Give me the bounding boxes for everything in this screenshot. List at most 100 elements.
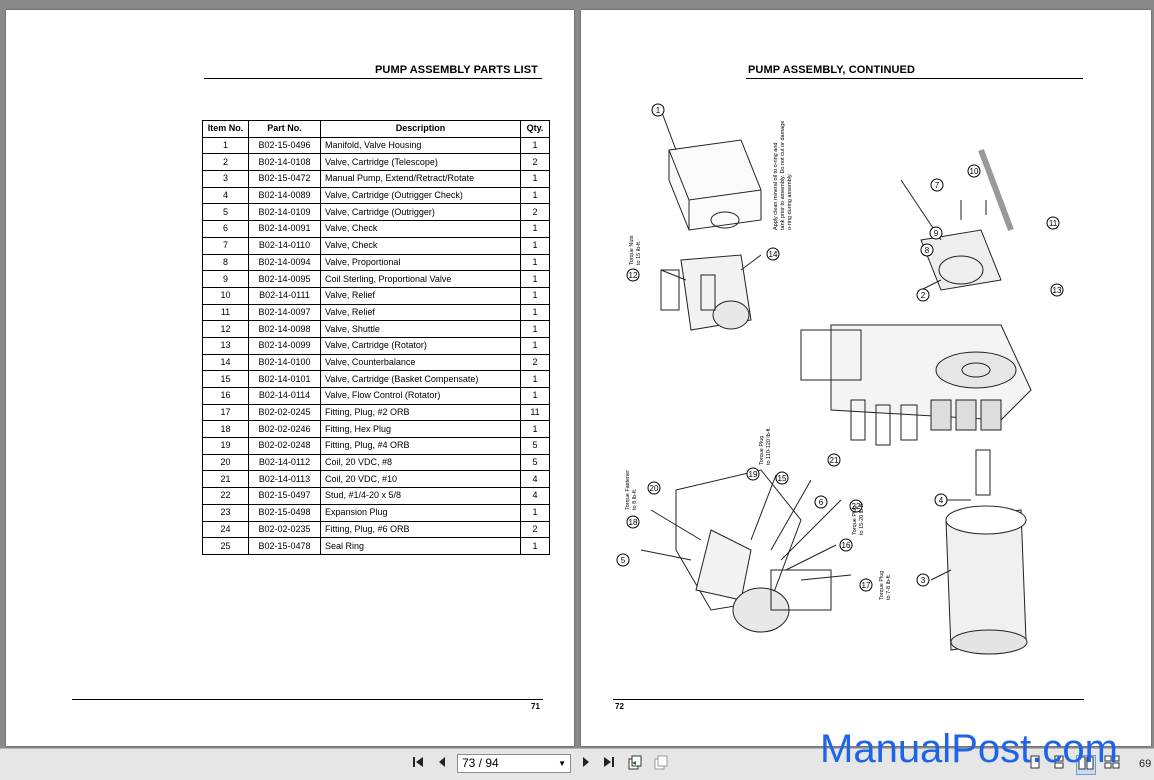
first-page-button[interactable]	[409, 755, 427, 773]
callout-5: 5	[621, 556, 626, 565]
cell-qty: 1	[520, 336, 550, 355]
cell-item-no: 12	[202, 320, 249, 338]
cell-qty: 1	[520, 420, 550, 439]
dropdown-arrow-icon: ▼	[558, 759, 566, 768]
cell-description: Fitting, Plug, #2 ORB	[320, 403, 521, 422]
page-indicator: 73 / 94	[462, 756, 499, 770]
viewer-toolbar: 73 / 94 ▼ 69	[0, 748, 1154, 780]
cell-qty: 5	[520, 437, 550, 455]
cell-qty: 1	[520, 286, 550, 305]
cell-part-no: B02-14-0099	[248, 336, 321, 355]
two-page-continuous-button[interactable]	[1103, 755, 1121, 773]
callout-1: 1	[656, 106, 661, 115]
cell-item-no: 1	[202, 136, 249, 155]
cell-qty: 2	[520, 153, 550, 172]
single-page-button[interactable]	[1026, 755, 1044, 773]
right-page-title: PUMP ASSEMBLY, CONTINUED	[748, 64, 916, 76]
note-torque-fastener: Torque Fastener	[625, 470, 631, 510]
continuous-button[interactable]	[1050, 755, 1068, 773]
cell-item-no: 20	[202, 453, 249, 472]
cell-description: Manual Pump, Extend/Retract/Rotate	[320, 170, 521, 188]
cell-qty: 1	[520, 537, 550, 555]
cell-item-no: 19	[202, 437, 249, 455]
cell-qty: 2	[520, 203, 550, 222]
cell-description: Valve, Check	[320, 236, 521, 255]
cell-qty: 2	[520, 520, 550, 539]
note-torque-plug-b: Torque Plug	[852, 506, 858, 535]
left-page-title: PUMP ASSEMBLY PARTS LIST	[375, 64, 538, 76]
cell-part-no: B02-15-0497	[248, 487, 321, 505]
last-page-button[interactable]	[600, 755, 618, 773]
cell-description: Valve, Check	[320, 220, 521, 238]
forward-view-button[interactable]	[652, 755, 670, 773]
cell-item-no: 11	[202, 303, 249, 322]
cell-item-no: 3	[202, 170, 249, 188]
cell-description: Valve, Shuttle	[320, 320, 521, 338]
callout-8: 8	[925, 246, 930, 255]
callout-14: 14	[769, 250, 778, 259]
callout-21: 21	[830, 456, 839, 465]
cell-qty: 2	[520, 353, 550, 372]
cell-part-no: B02-14-0098	[248, 320, 321, 338]
note-oring-1: Apply clean mineral oil to o-ring and	[773, 143, 779, 230]
note-torque-plug-b-value: to 15-20 lb-ft.	[859, 502, 865, 535]
cell-qty: 1	[520, 236, 550, 255]
cell-item-no: 16	[202, 387, 249, 405]
cell-description: Coil, 20 VDC, #8	[320, 453, 521, 472]
cell-qty: 1	[520, 387, 550, 405]
title-rule	[204, 78, 542, 79]
note-torque-fastener-value: to 8 lb-ft.	[632, 488, 638, 510]
cell-part-no: B02-02-0235	[248, 520, 321, 539]
cell-item-no: 24	[202, 520, 249, 539]
callout-15: 15	[778, 474, 787, 483]
two-page-icon	[1078, 756, 1094, 770]
cell-description: Valve, Relief	[320, 286, 521, 305]
cell-part-no: B02-14-0111	[248, 286, 321, 305]
page-number-select[interactable]: 73 / 94 ▼	[457, 754, 571, 773]
two-page-button[interactable]	[1076, 755, 1096, 775]
note-torque-nuts: Torque Nuts	[629, 235, 635, 265]
cell-qty: 11	[520, 403, 550, 422]
table-header-row: Item No. Part No. Description Qty.	[202, 120, 550, 138]
callout-16: 16	[842, 541, 851, 550]
single-page-icon	[1030, 755, 1040, 769]
cell-part-no: B02-14-0112	[248, 453, 321, 472]
cell-part-no: B02-14-0109	[248, 203, 321, 222]
cell-part-no: B02-14-0113	[248, 470, 321, 489]
cell-item-no: 4	[202, 186, 249, 205]
footer-rule	[72, 699, 543, 700]
first-page-icon	[413, 757, 423, 767]
callout-22: 22	[852, 502, 861, 511]
cell-description: Valve, Flow Control (Rotator)	[320, 387, 521, 405]
cell-item-no: 8	[202, 253, 249, 272]
cell-description: Valve, Relief	[320, 303, 521, 322]
prev-page-button[interactable]	[433, 755, 451, 773]
cell-description: Coil, 20 VDC, #10	[320, 470, 521, 489]
note-torque-plug-c-value: to 7-8 lb-ft.	[886, 573, 892, 600]
callout-4: 4	[939, 496, 944, 505]
cell-description: Seal Ring	[320, 537, 521, 555]
cell-description: Valve, Proportional	[320, 253, 521, 272]
cell-qty: 1	[520, 136, 550, 155]
cell-qty: 5	[520, 453, 550, 472]
cell-part-no: B02-02-0245	[248, 403, 321, 422]
back-view-button[interactable]	[626, 755, 644, 773]
exploded-diagram: 1 2 3 4 5 6 7 8 9 10 11 12 13 14 15 16 1…	[616, 103, 1064, 655]
cell-item-no: 5	[202, 203, 249, 222]
next-page-button[interactable]	[577, 755, 595, 773]
